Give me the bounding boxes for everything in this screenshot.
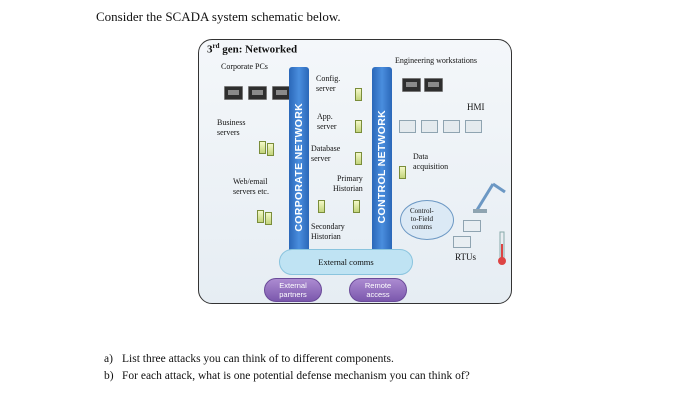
robot-arm-icon <box>473 182 506 213</box>
data-acquisition-icon <box>399 166 406 179</box>
rtu-icon <box>463 220 481 232</box>
corporate-pcs-label: Corporate PCs <box>221 62 268 71</box>
secondary-historian-icon <box>318 200 325 213</box>
scada-diagram: 3rd gen: Networked Corporate PCs Enginee… <box>198 39 512 304</box>
web-server-icon <box>265 212 272 225</box>
intro-text: Consider the SCADA system schematic belo… <box>96 9 341 24</box>
hmi-label: HMI <box>467 102 485 112</box>
corporate-pc-icon <box>224 86 243 100</box>
rtu-icon <box>453 236 471 248</box>
business-server-icon <box>267 143 274 156</box>
hmi-icon <box>421 120 438 133</box>
web-server-icon <box>257 210 264 223</box>
control-to-field-bubble <box>400 200 454 240</box>
config-server-label: Config.server <box>316 74 341 93</box>
hmi-icon <box>465 120 482 133</box>
engineering-workstations-label: Engineering workstations <box>395 56 477 65</box>
engineering-workstation-icon <box>424 78 443 92</box>
engineering-workstation-icon <box>402 78 421 92</box>
hmi-icon <box>399 120 416 133</box>
app-server-label: App.server <box>317 112 337 131</box>
config-server-icon <box>355 88 362 101</box>
thermometer-icon <box>498 231 506 265</box>
business-server-icon <box>259 141 266 154</box>
database-server-icon <box>355 152 362 165</box>
primary-historian-icon <box>353 200 360 213</box>
question-a: a)List three attacks you can think of to… <box>104 353 394 365</box>
hmi-icon <box>443 120 460 133</box>
rtus-label: RTUs <box>455 252 476 262</box>
diagram-title: 3rd gen: Networked <box>207 42 298 56</box>
corporate-pc-icon <box>248 86 267 100</box>
corporate-network-bar: CORPORATE NETWORK <box>289 67 309 267</box>
question-b: b)For each attack, what is one potential… <box>104 370 470 382</box>
control-network-bar: CONTROL NETWORK <box>372 67 392 267</box>
external-comms-cloud: External comms <box>279 249 413 275</box>
app-server-icon <box>355 120 362 133</box>
